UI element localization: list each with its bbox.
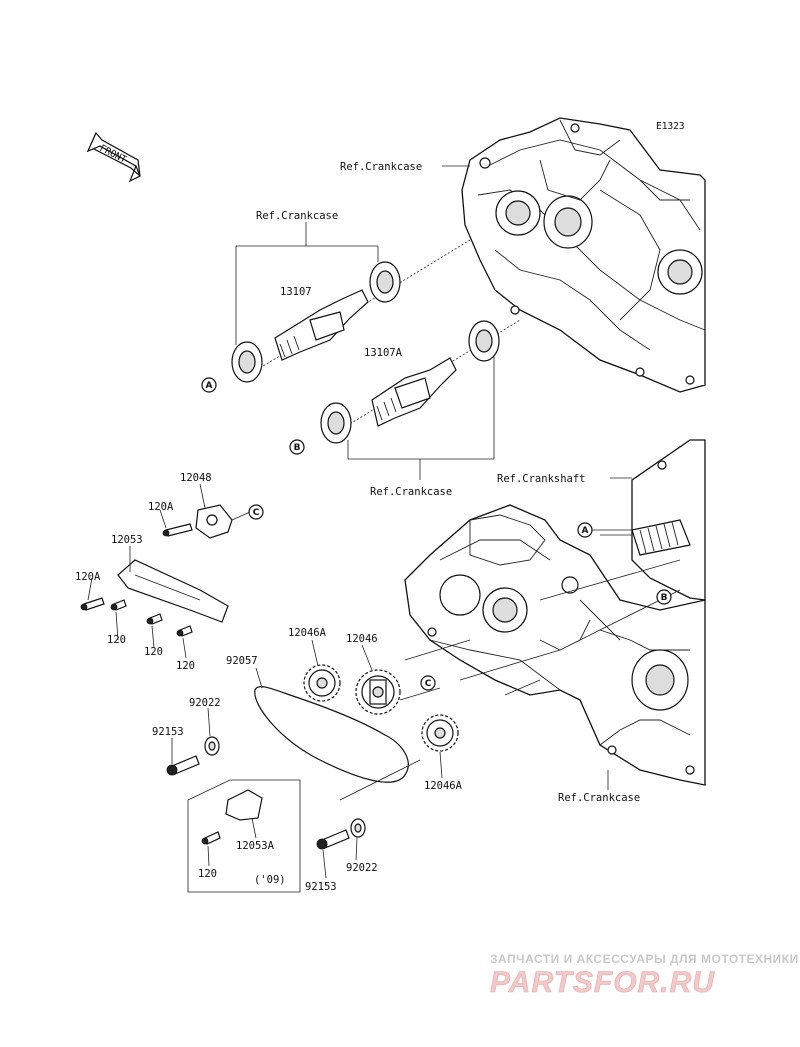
part-13107a: 13107A: [364, 347, 403, 359]
marker-b-left: B: [289, 439, 305, 455]
part-12046a-upper: 12046A: [288, 627, 327, 639]
part-120a-left: 120A: [75, 571, 101, 583]
guide-12053: [117, 559, 229, 623]
part-13107: 13107: [280, 286, 312, 298]
part-120-c: 120: [176, 660, 195, 672]
marker-a-crankshaft: A: [577, 522, 632, 538]
front-arrow-icon: FRONT: [86, 131, 142, 183]
svg-text:C: C: [253, 508, 260, 518]
bearing-upper: [369, 261, 401, 303]
part-92153-left: 92153: [152, 726, 184, 738]
tensioner-12048: [195, 504, 251, 539]
marker-a-left: A: [201, 377, 217, 393]
bearing-right-lower: [468, 320, 500, 362]
ref-crankshaft: Ref.Crankshaft: [497, 473, 586, 485]
balancer-shaft-13107: [274, 289, 369, 361]
marker-c-crankcase: C: [420, 675, 436, 691]
crankshaft-drawing: [631, 439, 706, 601]
part-92057: 92057: [226, 655, 258, 667]
bearing-left-b: [320, 402, 352, 444]
leader-small: [87, 483, 206, 659]
diagram-code: E1323: [656, 121, 685, 132]
svg-text:A: A: [582, 526, 589, 536]
part-120-inset: 120: [198, 868, 217, 880]
bolt-92153-bottom: [316, 829, 350, 850]
part-12048: 12048: [180, 472, 212, 484]
chain-92057: [254, 686, 409, 783]
inset-09-box: [187, 779, 301, 893]
crankcase-upper-drawing: [461, 117, 706, 393]
ref-crankcase-upper: Ref.Crankcase: [256, 210, 338, 222]
ref-crankcase-lower: Ref.Crankcase: [370, 486, 452, 498]
part-12046a-lower: 12046A: [424, 780, 463, 792]
svg-text:A: A: [206, 381, 213, 391]
bolts-120: [80, 597, 193, 637]
crankcase-lower-drawing: [404, 504, 706, 786]
part-120-a: 120: [107, 634, 126, 646]
marker-c-tensioner: C: [248, 504, 264, 520]
part-92153-bottom: 92153: [305, 881, 337, 893]
washer-92022-bottom: [350, 818, 366, 838]
part-92022-bottom: 92022: [346, 862, 378, 874]
part-12046: 12046: [346, 633, 378, 645]
bearing-left-a: [231, 341, 263, 383]
sprocket-12046: [355, 669, 401, 715]
part-12053a: 12053A: [236, 840, 275, 852]
year-note: ('09): [254, 874, 286, 886]
bolt-120a-upper: [162, 523, 193, 537]
ref-crankcase-bottom: Ref.Crankcase: [558, 792, 640, 804]
marker-b-crankcase: B: [656, 589, 672, 605]
part-120a-upper: 120A: [148, 501, 174, 513]
svg-text:B: B: [294, 443, 301, 453]
washer-92022-left: [204, 736, 220, 756]
svg-text:C: C: [425, 679, 432, 689]
watermark-logo: PARTSFOR.RU: [490, 966, 715, 999]
watermark-tagline: ЗАПЧАСТИ И АКСЕССУАРЫ ДЛЯ МОТОТЕХНИКИ: [490, 952, 799, 966]
part-120-b: 120: [144, 646, 163, 658]
svg-text:B: B: [661, 593, 668, 603]
bolt-92153-left: [166, 755, 200, 776]
balancer-shaft-13107a: [371, 357, 457, 427]
part-12053: 12053: [111, 534, 143, 546]
sprocket-12046a-upper: [303, 664, 341, 702]
leader-lines-lower: [171, 534, 681, 879]
ref-crankcase-top: Ref.Crankcase: [340, 161, 422, 173]
part-92022-left: 92022: [189, 697, 221, 709]
sprocket-12046a-lower: [421, 714, 459, 752]
